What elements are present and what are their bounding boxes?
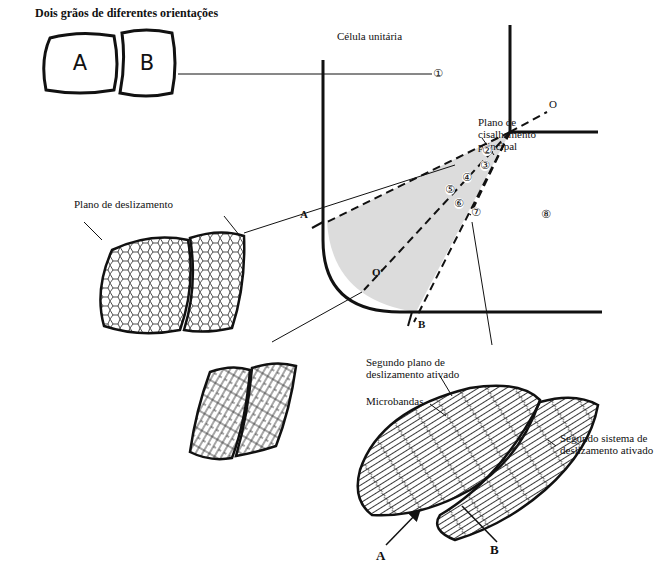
grain-pair-elongated xyxy=(190,363,296,459)
pointer-line xyxy=(462,506,497,542)
unit-cell-outline xyxy=(323,60,602,312)
annotation: Plano de deslizamento xyxy=(74,198,173,210)
callout-number: ② xyxy=(482,145,492,156)
grain-label: A xyxy=(73,51,87,75)
leader-lines xyxy=(84,138,494,345)
axis-label: A xyxy=(376,549,385,563)
grain-outline: A xyxy=(40,30,120,96)
axis-label: B xyxy=(490,543,499,557)
grain-outline: B xyxy=(116,27,178,99)
callout-number: ⑦ xyxy=(471,207,481,218)
arrow xyxy=(386,510,420,545)
title: Dois grãos de diferentes orientações xyxy=(35,6,218,21)
grain-pair-undeformed xyxy=(100,232,244,333)
leader-line xyxy=(178,74,432,75)
callout-number: ① xyxy=(433,68,443,79)
grain-pair-microbands xyxy=(358,386,598,540)
grain-border xyxy=(120,30,175,96)
tick xyxy=(408,312,412,326)
axis-label: B xyxy=(418,318,425,330)
grain-border xyxy=(44,33,117,93)
axis-label: Célula unitária xyxy=(337,30,402,42)
microband-leaders xyxy=(430,376,556,446)
annotation: Segundo sistema de deslizamento ativado xyxy=(560,432,656,456)
grain-label: B xyxy=(140,51,154,75)
annotation: Microbandas xyxy=(366,395,423,407)
axis-label: A xyxy=(300,208,308,220)
annotation: Plano de cisalhamento principal xyxy=(478,116,570,152)
callout-number: ⑤ xyxy=(445,184,455,195)
callout-number: ⑧ xyxy=(541,209,551,220)
callout-number: ④ xyxy=(462,172,472,183)
corner-outline xyxy=(510,25,598,132)
axis-label: O' xyxy=(372,266,384,278)
annotation: Segundo plano de deslizamento ativado xyxy=(366,356,478,380)
callout-number: ⑥ xyxy=(454,198,464,209)
tick xyxy=(312,222,323,228)
callout-number: ③ xyxy=(480,160,490,171)
axis-label: O xyxy=(549,98,557,110)
